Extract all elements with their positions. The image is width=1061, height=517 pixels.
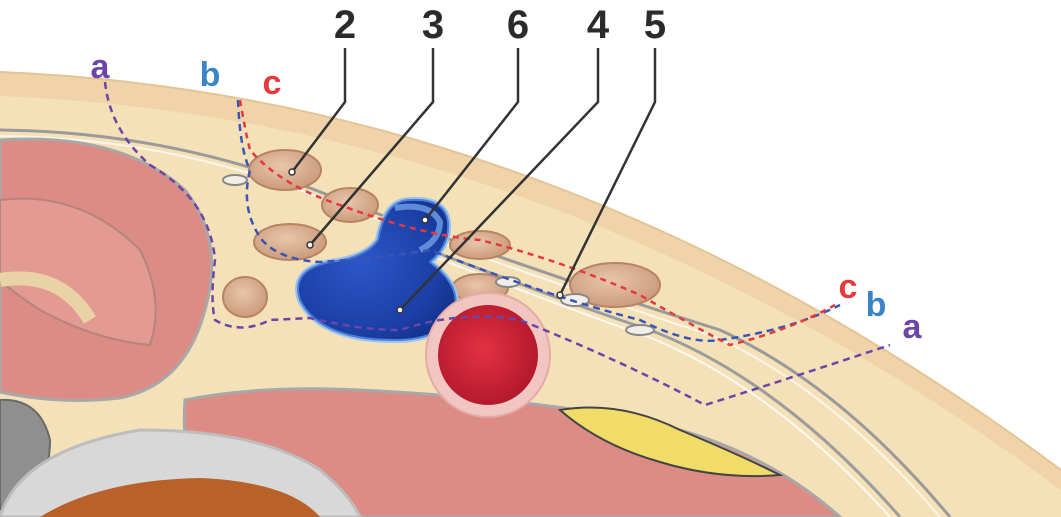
label-letter-b-right: b — [866, 286, 887, 324]
body-tissue — [0, 60, 1061, 517]
lymph-node — [223, 277, 267, 317]
label-number-5: 5 — [644, 3, 666, 47]
label-number-2: 2 — [334, 3, 356, 47]
label-number-4: 4 — [587, 3, 610, 47]
lymph-node-2 — [249, 150, 321, 190]
label-letter-a-right: a — [903, 308, 923, 346]
label-letter-a-left: a — [91, 48, 111, 86]
label-number-3: 3 — [422, 3, 444, 47]
label-letter-b-left: b — [200, 56, 221, 94]
label-letter-c-left: c — [263, 64, 282, 102]
lymph-node — [322, 188, 378, 222]
artery — [426, 293, 550, 417]
label-number-6: 6 — [507, 3, 529, 47]
label-letter-c-right: c — [839, 268, 858, 306]
